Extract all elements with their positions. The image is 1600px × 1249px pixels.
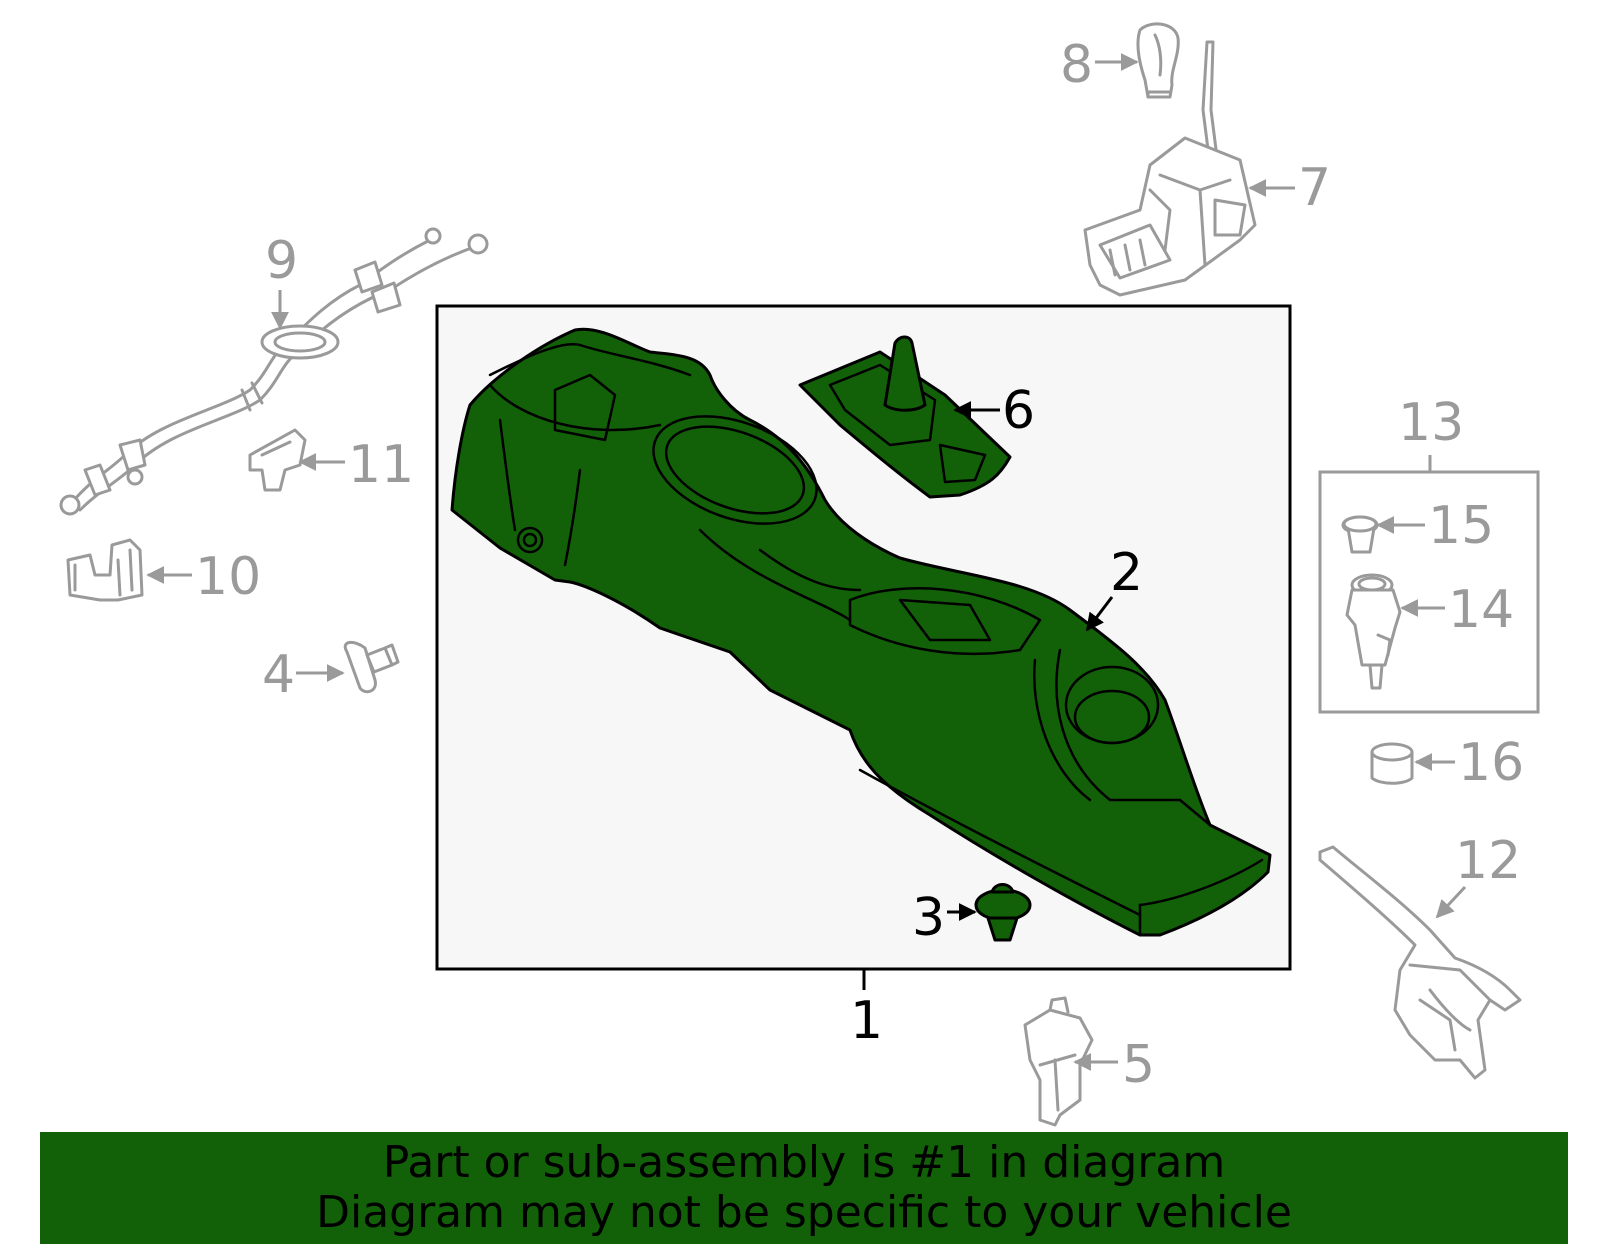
shift-boot-part-6[interactable] [798, 335, 1012, 499]
callout-12: 12 [1455, 831, 1521, 891]
push-pin-part-4 [343, 641, 400, 694]
notice-line-2: Diagram may not be specific to your vehi… [316, 1187, 1292, 1238]
callout-14: 14 [1448, 580, 1514, 640]
callout-15: 15 [1428, 496, 1494, 556]
bracket-part-10 [66, 538, 144, 602]
callout-3: 3 [912, 888, 945, 948]
callout-13: 13 [1398, 393, 1464, 453]
callout-16: 16 [1458, 733, 1524, 793]
socket-part-14 [1345, 573, 1402, 690]
callout-9: 9 [265, 231, 298, 291]
shift-cable-part-9 [59, 227, 489, 516]
clip-part-3[interactable] [974, 883, 1032, 942]
callout-4: 4 [262, 645, 295, 705]
brake-lever-part-12 [1318, 845, 1522, 1080]
bracket-part-11 [248, 428, 307, 492]
callout-8: 8 [1060, 35, 1093, 95]
arrow-12 [1435, 885, 1467, 919]
callout-5: 5 [1122, 1035, 1155, 1095]
cap-part-16 [1370, 742, 1414, 785]
callout-1: 1 [850, 991, 883, 1051]
callout-6: 6 [1002, 381, 1035, 441]
plug-part-15 [1341, 515, 1379, 554]
notice-banner: Part or sub-assembly is #1 in diagram Di… [40, 1132, 1568, 1244]
shifter-assembly-part-7 [1083, 40, 1257, 297]
shift-knob-part-8 [1136, 22, 1180, 99]
callout-11: 11 [348, 435, 414, 495]
bracket-part-5 [1023, 996, 1094, 1127]
arrow-2 [1085, 596, 1114, 632]
callout-2: 2 [1110, 543, 1143, 603]
callout-10: 10 [195, 547, 261, 607]
notice-line-1: Part or sub-assembly is #1 in diagram [382, 1137, 1226, 1188]
callout-7: 7 [1298, 158, 1331, 218]
console-part-2[interactable] [450, 327, 1272, 937]
